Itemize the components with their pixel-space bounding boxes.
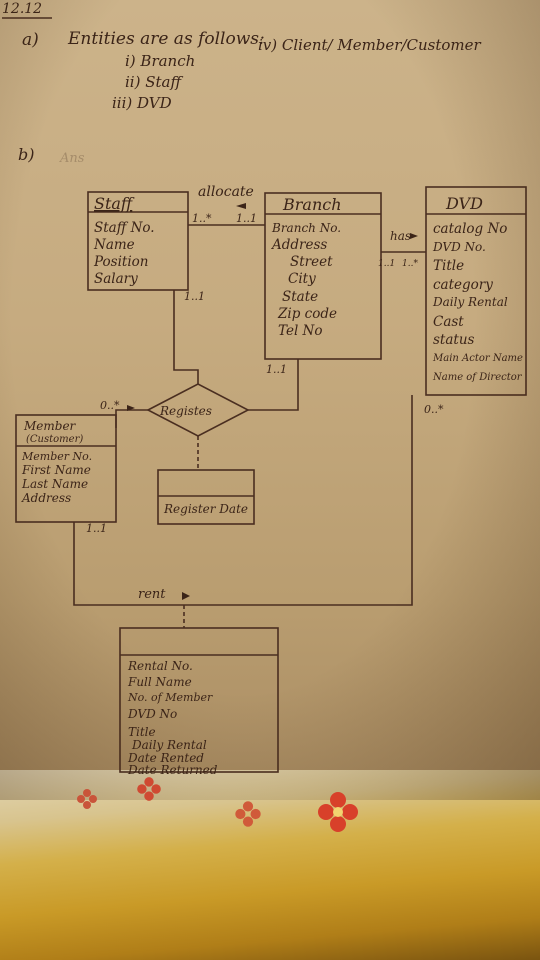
staff-title: Staff — [94, 194, 135, 213]
rent-attr: Rental No. — [127, 659, 193, 673]
branch-attr: Branch No. — [271, 221, 341, 235]
registers-member-cardinality: 0..* — [100, 399, 120, 412]
allocate-arrow-icon — [236, 203, 246, 209]
entity-list-item-dvd: iii) DVD — [112, 94, 172, 112]
dvd-attr: Main Actor Name — [432, 353, 523, 364]
flower-icon — [235, 801, 261, 827]
rent-attr: No. of Member — [127, 691, 213, 704]
registers-branch-cardinality: 1..1 — [266, 363, 287, 376]
staff-attr: Salary — [94, 271, 138, 287]
rent-attr: Daily Rental — [131, 738, 207, 752]
rent-attr: DVD No — [127, 707, 177, 721]
flower-icon — [77, 789, 97, 809]
branch-attr: Address — [270, 237, 327, 253]
has-arrow-icon — [410, 233, 418, 239]
branch-attr: City — [288, 271, 316, 287]
dvd-attr: DVD No. — [432, 240, 486, 254]
branch-attr: Street — [290, 254, 333, 270]
rent-label: rent — [138, 587, 166, 602]
staff-registers-line — [173, 290, 199, 384]
rent-member-cardinality: 1..1 — [86, 522, 107, 535]
member-attr: Address — [21, 491, 71, 505]
member-attr: First Name — [21, 463, 91, 477]
flower-icon — [318, 792, 358, 832]
part-a-label: a) — [22, 30, 39, 50]
entity-list-item-client: iv) Client/ Member/Customer — [258, 36, 482, 54]
entities-heading: Entities are as follows: — [67, 29, 265, 49]
dvd-attr: Title — [433, 258, 464, 274]
allocate-branch-cardinality: 1..1 — [236, 212, 257, 225]
dvd-attr: Cast — [433, 314, 464, 330]
rent-attr: Date Returned — [127, 763, 218, 777]
registers-staff-cardinality: 1..1 — [184, 290, 205, 303]
dvd-entity: DVD catalog No DVD No. Title category Da… — [425, 186, 527, 396]
rent-attr: Date Rented — [127, 751, 204, 765]
branch-entity: Branch Branch No. Address Street City St… — [264, 192, 382, 360]
branch-attr: Zip code — [277, 306, 337, 322]
part-b-faded-text: Ans — [59, 151, 85, 166]
rent-dvd-cardinality: 0..* — [424, 403, 444, 416]
allocate-label: allocate — [198, 184, 254, 200]
staff-attr: Name — [93, 237, 135, 253]
dvd-attr: category — [433, 277, 493, 293]
branch-title: Branch — [282, 195, 342, 214]
branch-registers-line — [248, 359, 299, 411]
page-number: 12.12 — [2, 1, 42, 17]
relationship-lines: allocate 1..* 1..1 has 1..1 1..* 1..1 1.… — [73, 184, 444, 628]
staff-entity: Staff Staff No. Name Position Salary — [87, 191, 189, 291]
rent-attribute-box: Rental No. Full Name No. of Member DVD N… — [119, 627, 279, 777]
branch-attr: State — [282, 289, 318, 305]
fabric-background — [0, 770, 540, 960]
registers-relationship: Registes — [146, 383, 250, 437]
part-b-label: b) — [18, 145, 34, 164]
register-date-attr: Register Date — [163, 502, 248, 516]
dvd-attr: status — [433, 332, 475, 348]
dvd-attr: Daily Rental — [432, 295, 508, 309]
entity-list-item-staff: ii) Staff — [125, 73, 183, 91]
dvd-attr: Name of Director — [432, 372, 523, 383]
rent-attr: Title — [128, 725, 156, 739]
branch-attr: Tel No — [278, 323, 323, 339]
rent-attr: Full Name — [127, 675, 192, 689]
flower-icon — [137, 777, 161, 801]
member-registers-line — [115, 409, 148, 428]
member-title: Member — [23, 419, 77, 433]
staff-attr: Staff No. — [94, 220, 155, 236]
rent-line — [73, 395, 413, 606]
registers-arrow-icon — [127, 405, 135, 411]
rent-arrow-icon — [182, 592, 190, 600]
staff-attr: Position — [93, 254, 148, 270]
entity-list-item-branch: i) Branch — [125, 52, 195, 70]
er-diagram: 12.12 a) Entities are as follows: i) Bra… — [2, 1, 527, 777]
member-attr: Last Name — [21, 477, 88, 491]
has-label: has — [390, 229, 411, 243]
member-attr: Member No. — [21, 450, 92, 463]
allocate-staff-cardinality: 1..* — [192, 212, 212, 225]
registers-label: Registes — [159, 404, 212, 418]
has-dvd-cardinality: 1..* — [402, 259, 418, 269]
notebook-page — [0, 0, 540, 800]
has-branch-cardinality: 1..1 — [378, 259, 395, 269]
dvd-title: DVD — [445, 194, 483, 213]
register-date-box: Register Date — [157, 469, 255, 525]
member-subtitle: (Customer) — [26, 434, 83, 445]
dvd-attr: catalog No — [433, 221, 507, 237]
member-entity: Member (Customer) Member No. First Name … — [15, 414, 117, 523]
